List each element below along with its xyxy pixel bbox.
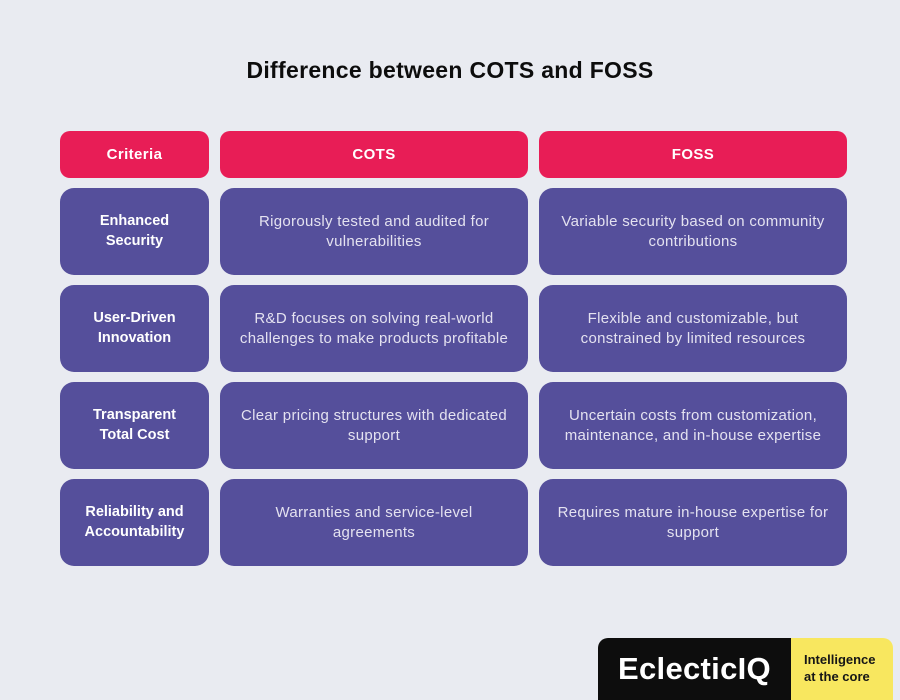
header-cell-cots: COTS	[220, 131, 528, 178]
header-cell-foss: FOSS	[539, 131, 847, 178]
logo-tagline: Intelligence at the core	[791, 638, 893, 700]
cots-cell-user-driven-innovation: R&D focuses on solving real-world challe…	[220, 285, 528, 372]
criteria-cell-transparent-total-cost: Transparent Total Cost	[60, 382, 209, 469]
foss-cell-user-driven-innovation: Flexible and customizable, but constrain…	[539, 285, 847, 372]
cots-cell-transparent-total-cost: Clear pricing structures with dedicated …	[220, 382, 528, 469]
criteria-cell-reliability-accountability: Reliability and Accountability	[60, 479, 209, 566]
header-cell-criteria: Criteria	[60, 131, 209, 178]
cots-cell-reliability-accountability: Warranties and service-level agreements	[220, 479, 528, 566]
comparison-table: Criteria COTS FOSS Enhanced Security Rig…	[60, 131, 847, 566]
foss-cell-reliability-accountability: Requires mature in-house expertise for s…	[539, 479, 847, 566]
eclecticiq-logo: EclecticIQ Intelligence at the core	[598, 638, 893, 700]
criteria-cell-user-driven-innovation: User-Driven Innovation	[60, 285, 209, 372]
cots-cell-enhanced-security: Rigorously tested and audited for vulner…	[220, 188, 528, 275]
foss-cell-transparent-total-cost: Uncertain costs from customization, main…	[539, 382, 847, 469]
foss-cell-enhanced-security: Variable security based on community con…	[539, 188, 847, 275]
criteria-cell-enhanced-security: Enhanced Security	[60, 188, 209, 275]
page-title: Difference between COTS and FOSS	[246, 57, 654, 83]
logo-wordmark: EclecticIQ	[598, 638, 791, 700]
